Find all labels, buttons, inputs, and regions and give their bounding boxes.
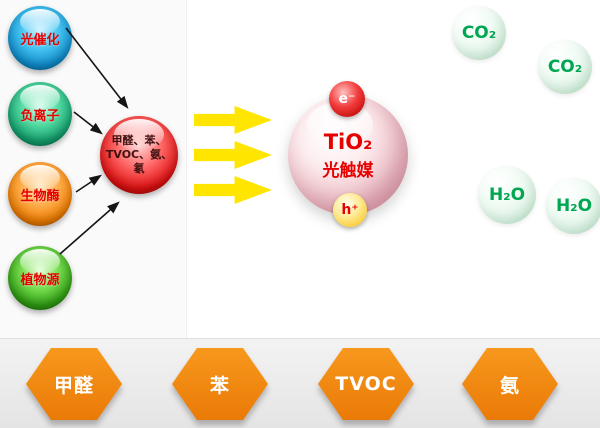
hexagon-tvoc: TVOC — [318, 348, 414, 420]
hexagon-label: 氨 — [499, 374, 520, 397]
molecule-label: H₂O — [488, 185, 526, 205]
source-sphere-bio-enzyme: 生物酶 — [8, 162, 72, 226]
hexagon-shape: 苯 — [172, 348, 268, 420]
molecule-bubble-h2o: H₂O — [546, 178, 600, 234]
pollutants-list: 甲醛、苯、 TVOC、氨、 氡 — [106, 134, 172, 177]
catalyst-name: 光触媒 — [322, 160, 374, 181]
hexagon-benzene: 苯 — [172, 348, 268, 420]
hexagon-ammonia: 氨 — [462, 348, 558, 420]
source-sphere-negative-ion: 负离子 — [8, 82, 72, 146]
source-sphere-label: 光催化 — [20, 32, 60, 48]
molecule-label: CO₂ — [461, 23, 497, 43]
yellow-arrow-icon — [194, 141, 272, 169]
molecule-label: H₂O — [555, 196, 593, 216]
yellow-arrow-icon — [194, 106, 272, 134]
source-sphere-label: 负离子 — [20, 108, 60, 124]
hole-label: h⁺ — [341, 202, 359, 218]
electron-ball: e⁻ — [329, 81, 365, 117]
source-sphere-label: 植物源 — [20, 272, 60, 288]
hexagon-label: 苯 — [209, 374, 230, 397]
source-sphere-photocatalysis: 光催化 — [8, 6, 72, 70]
hexagon-shape: TVOC — [318, 348, 414, 420]
source-sphere-label: 生物酶 — [20, 188, 60, 204]
electron-label: e⁻ — [338, 91, 356, 107]
pollutants-line: 甲醛、苯、 — [111, 133, 167, 147]
molecule-label: CO₂ — [547, 57, 583, 77]
hexagon-label: TVOC — [335, 373, 397, 395]
pollutants-sphere: 甲醛、苯、 TVOC、氨、 氡 — [100, 116, 178, 194]
hexagon-shape: 甲醛 — [26, 348, 122, 420]
hexagon-shape: 氨 — [462, 348, 558, 420]
molecule-bubble-co2: CO₂ — [538, 40, 592, 94]
catalyst-formula: TiO₂ — [323, 129, 373, 154]
pollutants-line: TVOC、氨、 — [105, 147, 173, 161]
molecule-bubble-co2: CO₂ — [452, 6, 506, 60]
pollutants-line: 氡 — [133, 162, 145, 176]
hexagon-label: 甲醛 — [53, 374, 94, 397]
molecule-bubble-h2o: H₂O — [478, 166, 536, 224]
yellow-arrow-icon — [194, 176, 272, 204]
hexagon-formaldehyde: 甲醛 — [26, 348, 122, 420]
source-sphere-plant-extract: 植物源 — [8, 246, 72, 310]
hole-ball: h⁺ — [333, 193, 367, 227]
